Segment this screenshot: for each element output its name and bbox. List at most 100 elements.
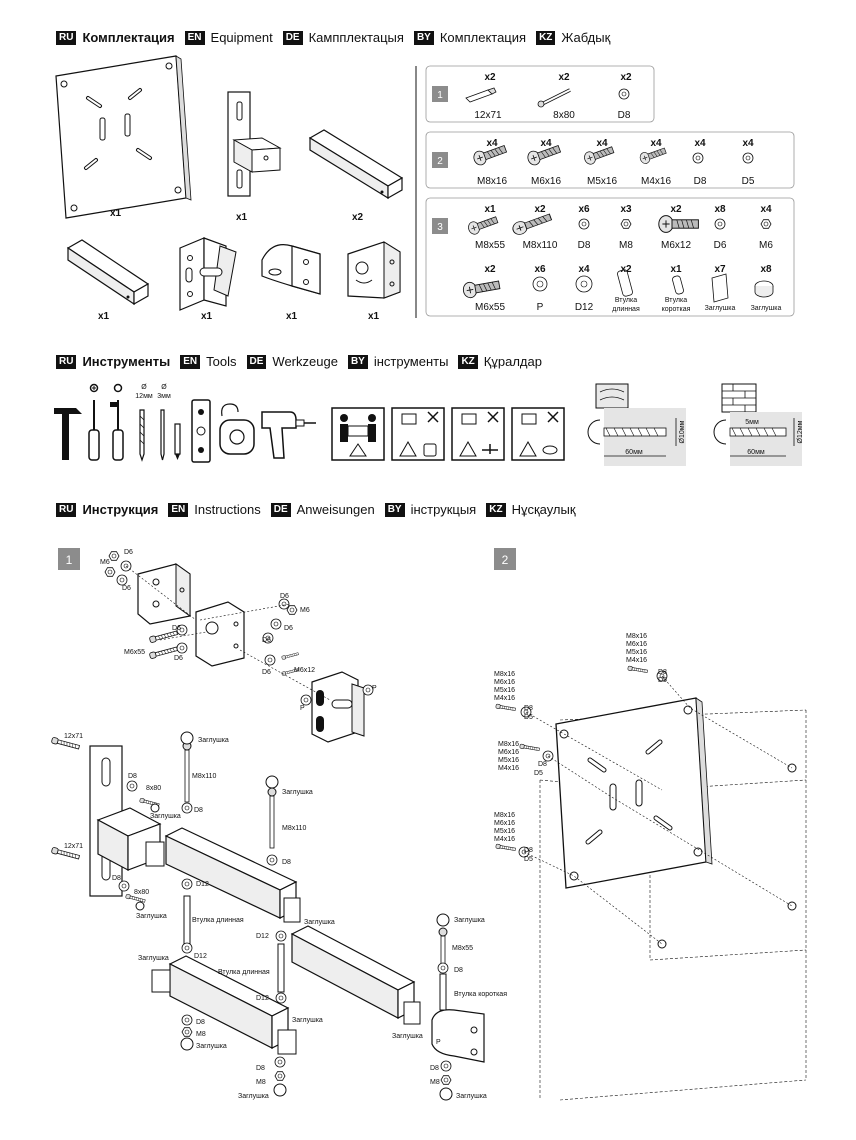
header-text-kz: Жабдық bbox=[561, 30, 611, 45]
svg-text:x1: x1 bbox=[670, 264, 682, 275]
kit-3-box: 3 bbox=[425, 197, 795, 317]
svg-text:x2: x2 bbox=[620, 72, 632, 83]
header-text-ru: Инструкция bbox=[82, 502, 159, 517]
svg-text:P: P bbox=[537, 302, 544, 313]
svg-text:D6: D6 bbox=[124, 549, 133, 556]
svg-text:x3: x3 bbox=[620, 204, 632, 215]
svg-text:D8: D8 bbox=[256, 1065, 265, 1072]
svg-text:5мм: 5мм bbox=[745, 419, 759, 426]
lang-tag-ru: RU bbox=[56, 502, 77, 517]
svg-text:D12: D12 bbox=[575, 302, 594, 313]
svg-text:Заглушка: Заглушка bbox=[456, 1093, 487, 1100]
svg-text:D8: D8 bbox=[658, 669, 667, 676]
header-text-de: Anweisungen bbox=[296, 502, 375, 517]
svg-text:M8x16: M8x16 bbox=[626, 633, 647, 640]
svg-text:M8x55: M8x55 bbox=[475, 240, 505, 251]
svg-text:Заглушка: Заглушка bbox=[196, 1043, 227, 1050]
step2-label-upper-left: M8x16 M6x16 M5x16 M4x16 D8 D5 bbox=[494, 671, 533, 721]
lang-tag-kz: KZ bbox=[486, 502, 506, 517]
svg-text:D8: D8 bbox=[524, 705, 533, 712]
bracket-b-qty: x1 bbox=[286, 311, 298, 322]
svg-text:60мм: 60мм bbox=[747, 449, 765, 456]
svg-text:M8x16: M8x16 bbox=[477, 176, 507, 187]
svg-text:M6: M6 bbox=[759, 240, 773, 251]
step2-label-mid-left: M8x16 M6x16 M5x16 M4x16 D8 D5 bbox=[498, 741, 547, 777]
svg-text:8x80: 8x80 bbox=[553, 110, 575, 121]
svg-text:M8: M8 bbox=[196, 1031, 206, 1038]
svg-text:D8: D8 bbox=[282, 859, 291, 866]
drill-bit-3mm-icon bbox=[160, 409, 165, 461]
svg-text:M6x16: M6x16 bbox=[626, 641, 647, 648]
svg-text:Ø10мм: Ø10мм bbox=[679, 420, 686, 443]
arm-bracket-part bbox=[227, 91, 282, 197]
svg-text:M8x110: M8x110 bbox=[192, 773, 216, 780]
screwdriver-phillips-icon bbox=[88, 383, 100, 461]
brick-wall-drill-diagram bbox=[713, 383, 802, 466]
svg-text:длинная: длинная bbox=[612, 306, 640, 313]
svg-text:x2: x2 bbox=[534, 204, 546, 215]
header-text-de: Werkzeuge bbox=[272, 354, 338, 369]
kit-1-box: 1 bbox=[425, 65, 655, 123]
svg-text:x4: x4 bbox=[578, 264, 590, 275]
header-text-en: Instructions bbox=[194, 502, 261, 517]
header-text-de: Кампплектацыя bbox=[308, 30, 404, 45]
svg-text:Ø12мм: Ø12мм bbox=[797, 420, 804, 443]
svg-text:P: P bbox=[436, 1039, 441, 1046]
svg-text:Заглушка: Заглушка bbox=[304, 919, 335, 926]
bracket-a-qty: x1 bbox=[201, 311, 213, 322]
svg-text:M5x16: M5x16 bbox=[498, 757, 519, 764]
long-tube-part bbox=[308, 129, 404, 200]
svg-text:M4x16: M4x16 bbox=[641, 176, 671, 187]
svg-text:x6: x6 bbox=[534, 264, 546, 275]
screwdriver-flat-icon bbox=[110, 383, 124, 461]
svg-text:D6: D6 bbox=[262, 637, 271, 644]
step-2-badge bbox=[494, 548, 516, 570]
two-person-warning-icon bbox=[331, 407, 385, 461]
svg-text:12x71: 12x71 bbox=[64, 733, 83, 740]
lang-tag-kz: KZ bbox=[458, 354, 478, 369]
svg-text:D8: D8 bbox=[618, 110, 631, 121]
svg-text:M4x16: M4x16 bbox=[494, 695, 515, 702]
header-text-kz: Құралдар bbox=[483, 354, 542, 369]
svg-text:M4x16: M4x16 bbox=[494, 836, 515, 843]
svg-text:x2: x2 bbox=[670, 204, 682, 215]
level-icon bbox=[191, 399, 211, 463]
svg-text:D5: D5 bbox=[524, 856, 533, 863]
svg-text:M8x110: M8x110 bbox=[523, 240, 558, 251]
svg-text:D12: D12 bbox=[196, 881, 209, 888]
svg-text:Заглушка: Заглушка bbox=[136, 913, 167, 920]
wall-plate-part bbox=[55, 55, 192, 219]
svg-text:Втулка: Втулка bbox=[615, 297, 637, 304]
svg-text:M8: M8 bbox=[619, 240, 633, 251]
svg-text:M6x55: M6x55 bbox=[475, 302, 505, 313]
step2-label-lower-left: M8x16 M6x16 M5x16 M4x16 D8 D5 bbox=[494, 812, 533, 863]
svg-text:D8: D8 bbox=[524, 847, 533, 854]
short-tube-part bbox=[66, 239, 150, 306]
svg-text:M6x16: M6x16 bbox=[531, 176, 561, 187]
svg-text:M5x16: M5x16 bbox=[494, 687, 515, 694]
svg-text:12x71: 12x71 bbox=[474, 110, 502, 121]
svg-text:D8: D8 bbox=[128, 773, 137, 780]
step-1-badge bbox=[58, 548, 80, 570]
svg-text:D8: D8 bbox=[196, 1019, 205, 1026]
short-tube-qty: x1 bbox=[98, 311, 110, 322]
svg-text:M5x16: M5x16 bbox=[494, 828, 515, 835]
svg-text:x8: x8 bbox=[760, 264, 772, 275]
svg-text:Втулка короткая: Втулка короткая bbox=[454, 991, 507, 998]
svg-text:D6: D6 bbox=[262, 669, 271, 676]
drill-bit-12mm-icon bbox=[139, 409, 145, 462]
svg-text:M8x110: M8x110 bbox=[282, 825, 306, 832]
svg-text:D6: D6 bbox=[174, 655, 183, 662]
svg-text:M8x16: M8x16 bbox=[498, 741, 519, 748]
step2-tv-plate-assembly bbox=[495, 665, 807, 1101]
svg-text:Заглушка: Заглушка bbox=[138, 955, 169, 962]
long-tube-qty: x2 bbox=[352, 212, 364, 223]
svg-text:Заглушка: Заглушка bbox=[292, 1017, 323, 1024]
svg-text:Заглушка: Заглушка bbox=[150, 813, 181, 820]
svg-text:Ø: Ø bbox=[161, 384, 167, 391]
svg-text:D5: D5 bbox=[534, 770, 543, 777]
svg-text:M6: M6 bbox=[100, 559, 110, 566]
